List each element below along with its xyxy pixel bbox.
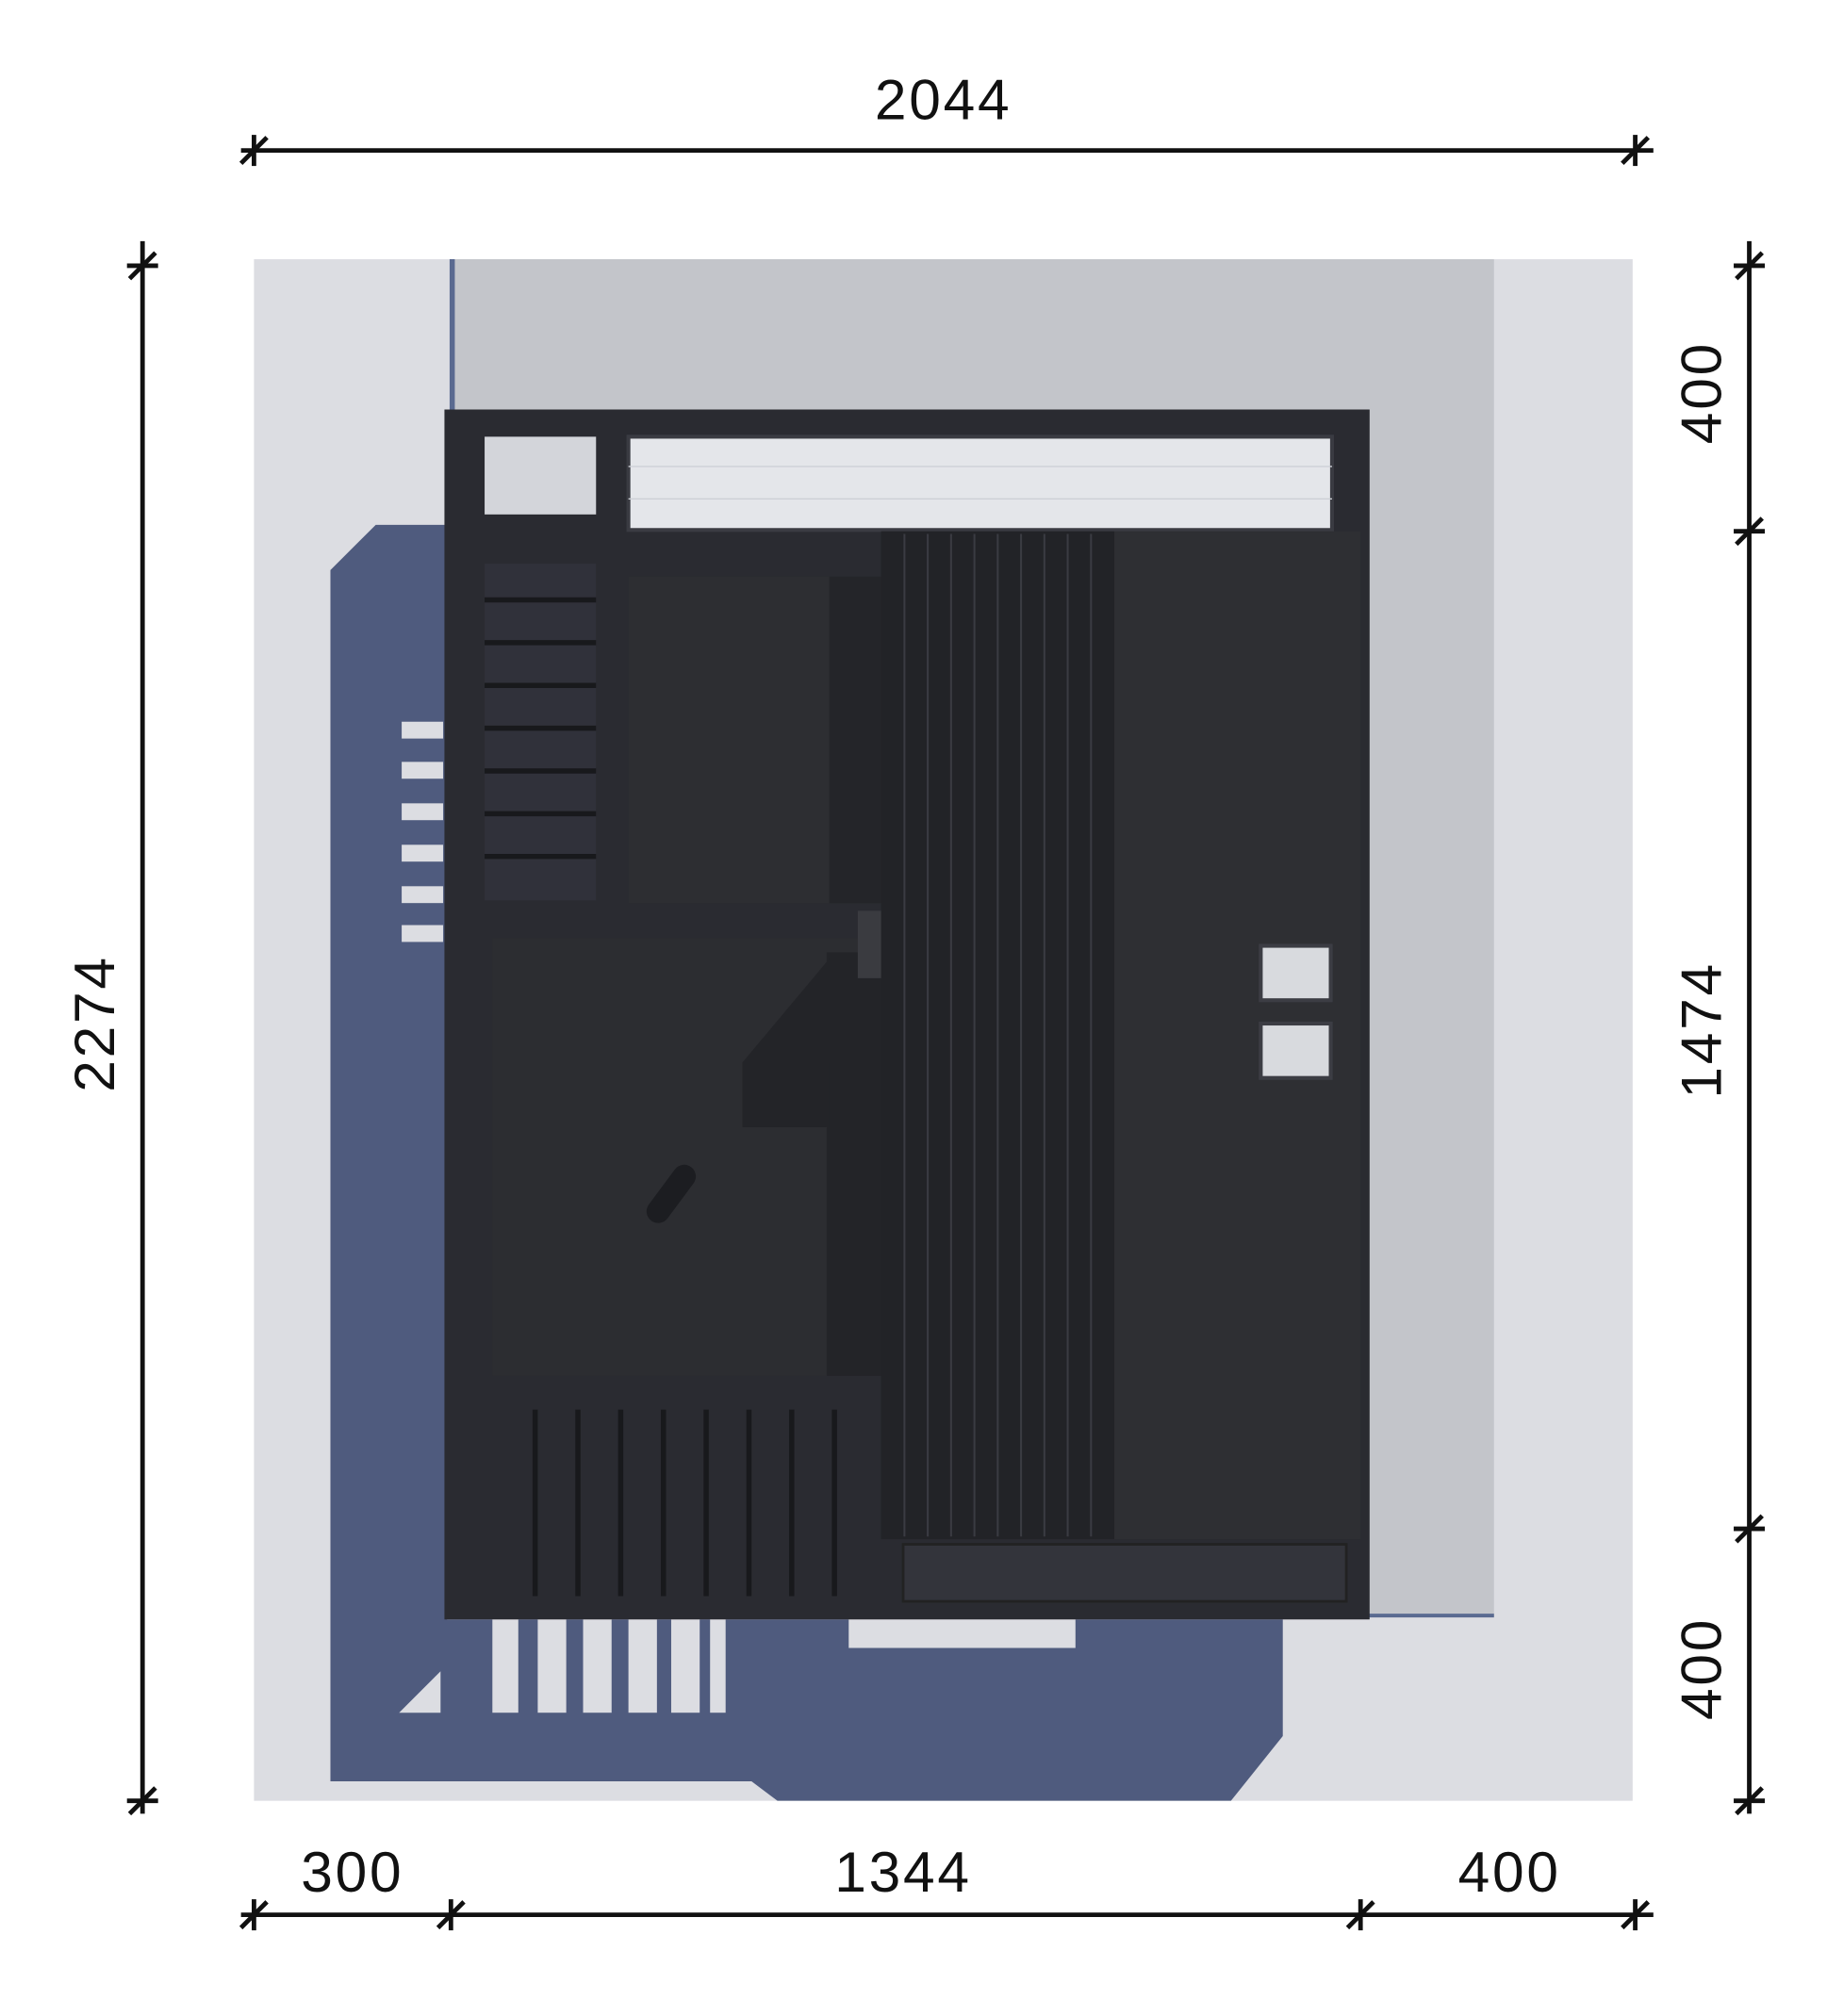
bottom-slats	[532, 1409, 837, 1597]
bottom-strip	[901, 1543, 1348, 1603]
dim-top-total: 2044	[875, 68, 1012, 132]
building-shadow	[330, 524, 1283, 1801]
shadow-slat-gaps-left	[402, 721, 444, 942]
dim-bottom-right: 400	[1458, 1840, 1561, 1904]
dimension-right: 400 1474 400	[1669, 240, 1766, 1816]
skylight-2	[1259, 1021, 1333, 1080]
skylight-1	[1259, 943, 1333, 1003]
room-upper-shade	[829, 576, 881, 904]
room-lower-shade	[826, 952, 881, 1376]
dim-right-middle: 1474	[1669, 961, 1733, 1099]
small-window	[485, 436, 597, 515]
top-glass-roof	[626, 434, 1335, 533]
left-slats	[485, 564, 597, 901]
roof-ribs	[903, 533, 1093, 1537]
dim-right-bottom: 400	[1669, 1617, 1733, 1720]
dimension-top: 2044	[239, 68, 1654, 167]
chimney-shadow	[742, 959, 830, 1127]
dim-bottom-left: 300	[301, 1840, 403, 1904]
pipe	[646, 1164, 697, 1223]
dim-left-total: 2274	[62, 955, 126, 1092]
dim-right-top: 400	[1669, 341, 1733, 444]
dim-bottom-middle: 1344	[834, 1840, 972, 1904]
glass-grid	[628, 466, 1332, 500]
dimension-left: 2274	[62, 240, 158, 1816]
dimension-bottom: 300 1344 400	[239, 1840, 1654, 1931]
